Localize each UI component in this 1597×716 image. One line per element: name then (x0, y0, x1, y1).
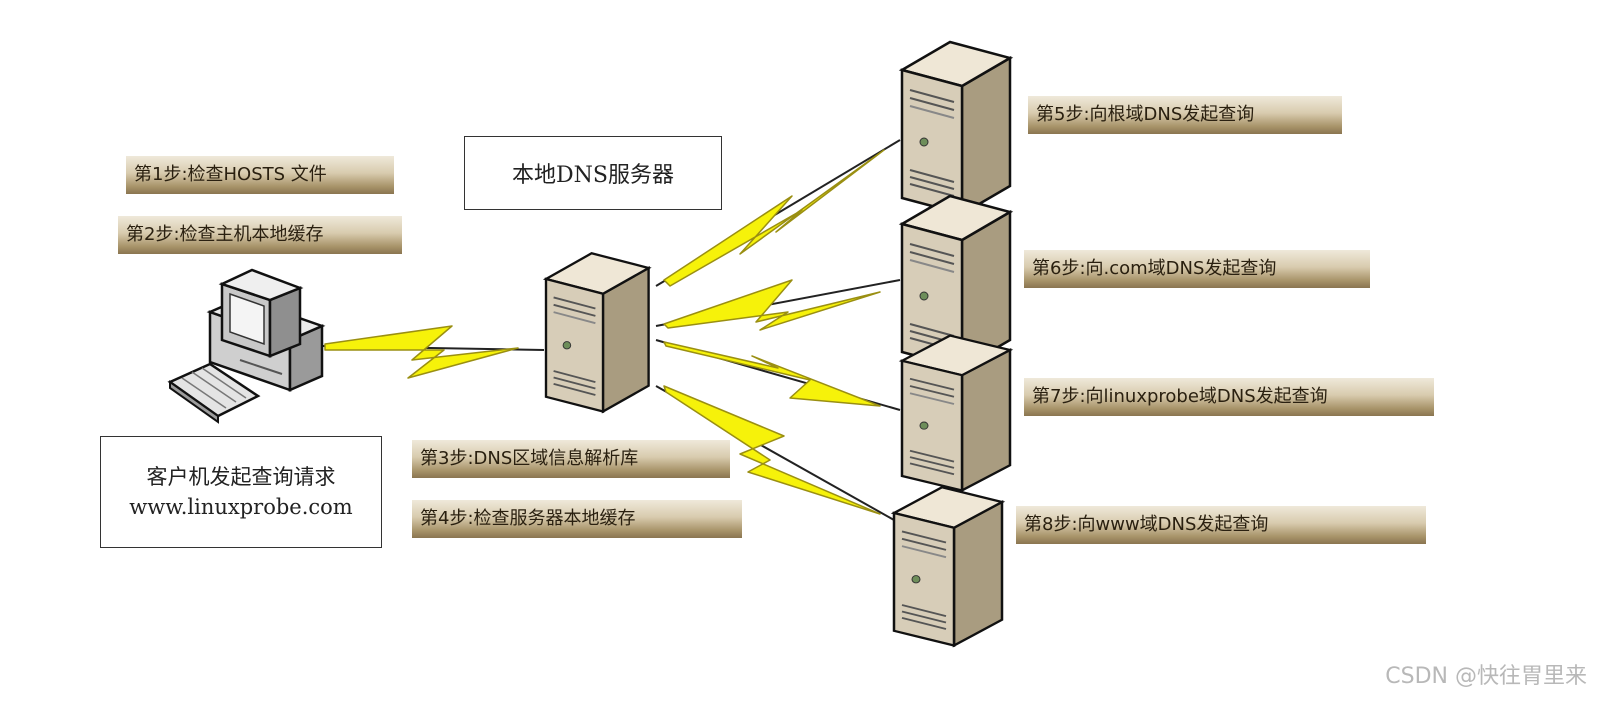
local-dns-server-label: 本地DNS服务器 (512, 163, 674, 188)
watermark: CSDN @快往胃里来 (1385, 664, 1587, 689)
server-icon (900, 334, 1012, 492)
local-dns-server-icon (544, 252, 650, 413)
step-5-label: 第5步:向根域DNS发起查询 (1028, 96, 1342, 134)
local-dns-server-label-box: 本地DNS服务器 (464, 136, 722, 210)
server-icon (900, 40, 1012, 216)
lightning-link-icon (663, 149, 885, 287)
lightning-link-icon (663, 279, 881, 331)
client-request-box: 客户机发起查询请求 www.linuxprobe.com (100, 436, 382, 548)
step-3-label: 第3步:DNS区域信息解析库 (412, 440, 730, 478)
client-request-label: 客户机发起查询请求 (146, 465, 336, 489)
lightning-link-icon (324, 325, 519, 379)
step-4-label: 第4步:检查服务器本地缓存 (412, 500, 742, 538)
step-1-label: 第1步:检查HOSTS 文件 (126, 156, 394, 194)
step-8-label: 第8步:向www域DNS发起查询 (1016, 506, 1426, 544)
step-7-label: 第7步:向linuxprobe域DNS发起查询 (1024, 378, 1434, 416)
lightning-link-icon (663, 385, 881, 515)
lightning-link-icon (663, 341, 881, 407)
step-2-label: 第2步:检查主机本地缓存 (118, 216, 402, 254)
step-6-label: 第6步:向.com域DNS发起查询 (1024, 250, 1370, 288)
client-computer-icon (167, 268, 326, 424)
server-icon (892, 486, 1004, 647)
client-request-domain: www.linuxprobe.com (129, 495, 353, 519)
